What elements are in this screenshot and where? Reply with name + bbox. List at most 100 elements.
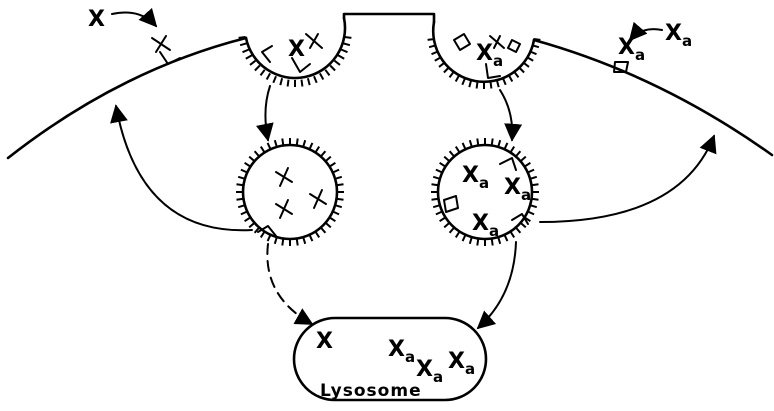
arrow-right-recycle: [540, 136, 714, 222]
clathrin-tick: [450, 228, 455, 233]
clathrin-tick: [497, 80, 499, 87]
lysosome-ligand-xa-1: Xa: [388, 337, 415, 366]
ligand-x-outside: X: [88, 7, 105, 32]
clathrin-tick: [275, 140, 277, 147]
clathrin-tick: [333, 212, 339, 215]
lysosome-ligand-x: X: [316, 329, 333, 354]
clathrin-tick: [237, 184, 244, 185]
clathrin-tick: [261, 147, 265, 153]
clathrin-tick: [333, 170, 339, 173]
clathrin-tick: [516, 151, 521, 156]
clathrin-tick: [444, 68, 449, 73]
clathrin-tick: [528, 212, 534, 215]
clathrin-tick: [303, 140, 305, 147]
clathrin-tick: [261, 70, 265, 76]
clathrin-tick: [249, 157, 254, 162]
clathrin-tick: [530, 205, 537, 207]
clathrin-tick: [325, 70, 329, 76]
clathrin-tick: [326, 223, 331, 228]
clathrin-tick: [245, 217, 251, 221]
receptor-right-vesicle-2: [500, 158, 516, 170]
clathrin-tick: [470, 237, 472, 244]
clathrin-tick: [337, 199, 344, 200]
clathrin-tick: [498, 140, 500, 147]
clathrin-tick: [510, 232, 514, 238]
clathrin-tick: [530, 52, 536, 55]
clathrin-tick: [238, 177, 245, 179]
clathrin-tick: [439, 63, 445, 67]
ligand-xa-outside: Xa: [665, 21, 692, 50]
clathrin-tick: [444, 223, 449, 228]
clathrin-tick: [503, 78, 506, 85]
clathrin-tick: [321, 228, 326, 233]
clathrin-tick: [341, 50, 347, 53]
ligand-xa-vesicle-2: Xa: [504, 175, 531, 204]
clathrin-tick: [433, 205, 440, 207]
clathrin-tick: [534, 39, 541, 40]
arrow-x-binding: [112, 13, 156, 27]
clathrin-tick: [462, 78, 465, 85]
ligand-x-in-pit: X: [288, 37, 305, 62]
clathrin-tick: [343, 43, 350, 45]
clathrin-tick: [268, 143, 271, 149]
ligand-x-on-membrane: [152, 36, 170, 52]
arrow-right-to-lysosome: [478, 242, 516, 328]
clathrin-tick: [308, 78, 310, 85]
clathrin-tick: [241, 170, 247, 173]
clathrin-tick: [255, 66, 260, 71]
clathrin-tick: [288, 80, 289, 87]
receptor-right-vesicle-1: [444, 196, 458, 212]
ligand-x-vesicle-1: [276, 168, 292, 186]
ligand-xa-vesicle-3: Xa: [472, 211, 499, 240]
clathrin-tick: [275, 237, 277, 244]
ligand-x-marks: X X: [88, 7, 326, 218]
clathrin-tick: [532, 184, 539, 185]
clathrin-tick: [315, 147, 319, 153]
clathrin-tick: [297, 239, 298, 246]
arrow-left-to-lysosome: [267, 244, 312, 324]
clathrin-tick: [440, 217, 446, 221]
clathrin-tick: [532, 199, 539, 200]
clathrin-tick: [326, 157, 331, 162]
ligand-x-vesicle-3: [276, 200, 292, 218]
clathrin-tick: [432, 52, 438, 55]
receptor-left-pit-1: [262, 46, 272, 62]
clathrin-tick: [509, 75, 512, 81]
clathrin-tick: [433, 177, 440, 179]
clathrin-tick: [330, 217, 336, 221]
clathrin-tick: [335, 205, 342, 207]
clathrin-tick: [435, 57, 441, 61]
clathrin-tick: [241, 212, 247, 215]
clathrin-tick: [320, 73, 323, 79]
clathrin-tick: [521, 157, 526, 162]
lysosome-ligand-xa-3: Xa: [448, 349, 475, 378]
clathrin-tick: [314, 76, 317, 83]
clathrin-tick: [345, 37, 352, 38]
lysosome-label: Lysosome: [320, 381, 422, 401]
clathrin-tick: [330, 163, 336, 167]
clathrin-tick: [521, 223, 526, 228]
clathrin-tick: [505, 235, 508, 241]
clathrin-tick: [436, 170, 442, 173]
clathrin-tick: [477, 139, 478, 146]
receptors: [160, 34, 628, 236]
clathrin-tick: [273, 76, 276, 83]
clathrin-tick: [302, 80, 303, 87]
clathrin-tick: [463, 143, 466, 149]
clathrin-tick: [456, 147, 460, 153]
arrow-left-recycle: [116, 106, 252, 230]
clathrin-tick: [245, 163, 251, 167]
clathrin-tick: [335, 177, 342, 179]
clathrin-tick: [243, 50, 249, 53]
clathrin-tick: [246, 55, 252, 59]
clathrin-tick: [432, 184, 439, 185]
clathrin-tick: [477, 82, 478, 89]
clathrin-tick: [282, 239, 283, 246]
ligand-xa-vesicle-1: Xa: [462, 163, 489, 192]
clathrin-tick: [330, 66, 335, 71]
clathrin-tick: [315, 232, 319, 238]
ligand-x-vesicle-2: [310, 190, 326, 208]
clathrin-tick: [505, 143, 508, 149]
clathrin-tick: [510, 147, 514, 153]
clathrin-tick: [444, 157, 449, 162]
